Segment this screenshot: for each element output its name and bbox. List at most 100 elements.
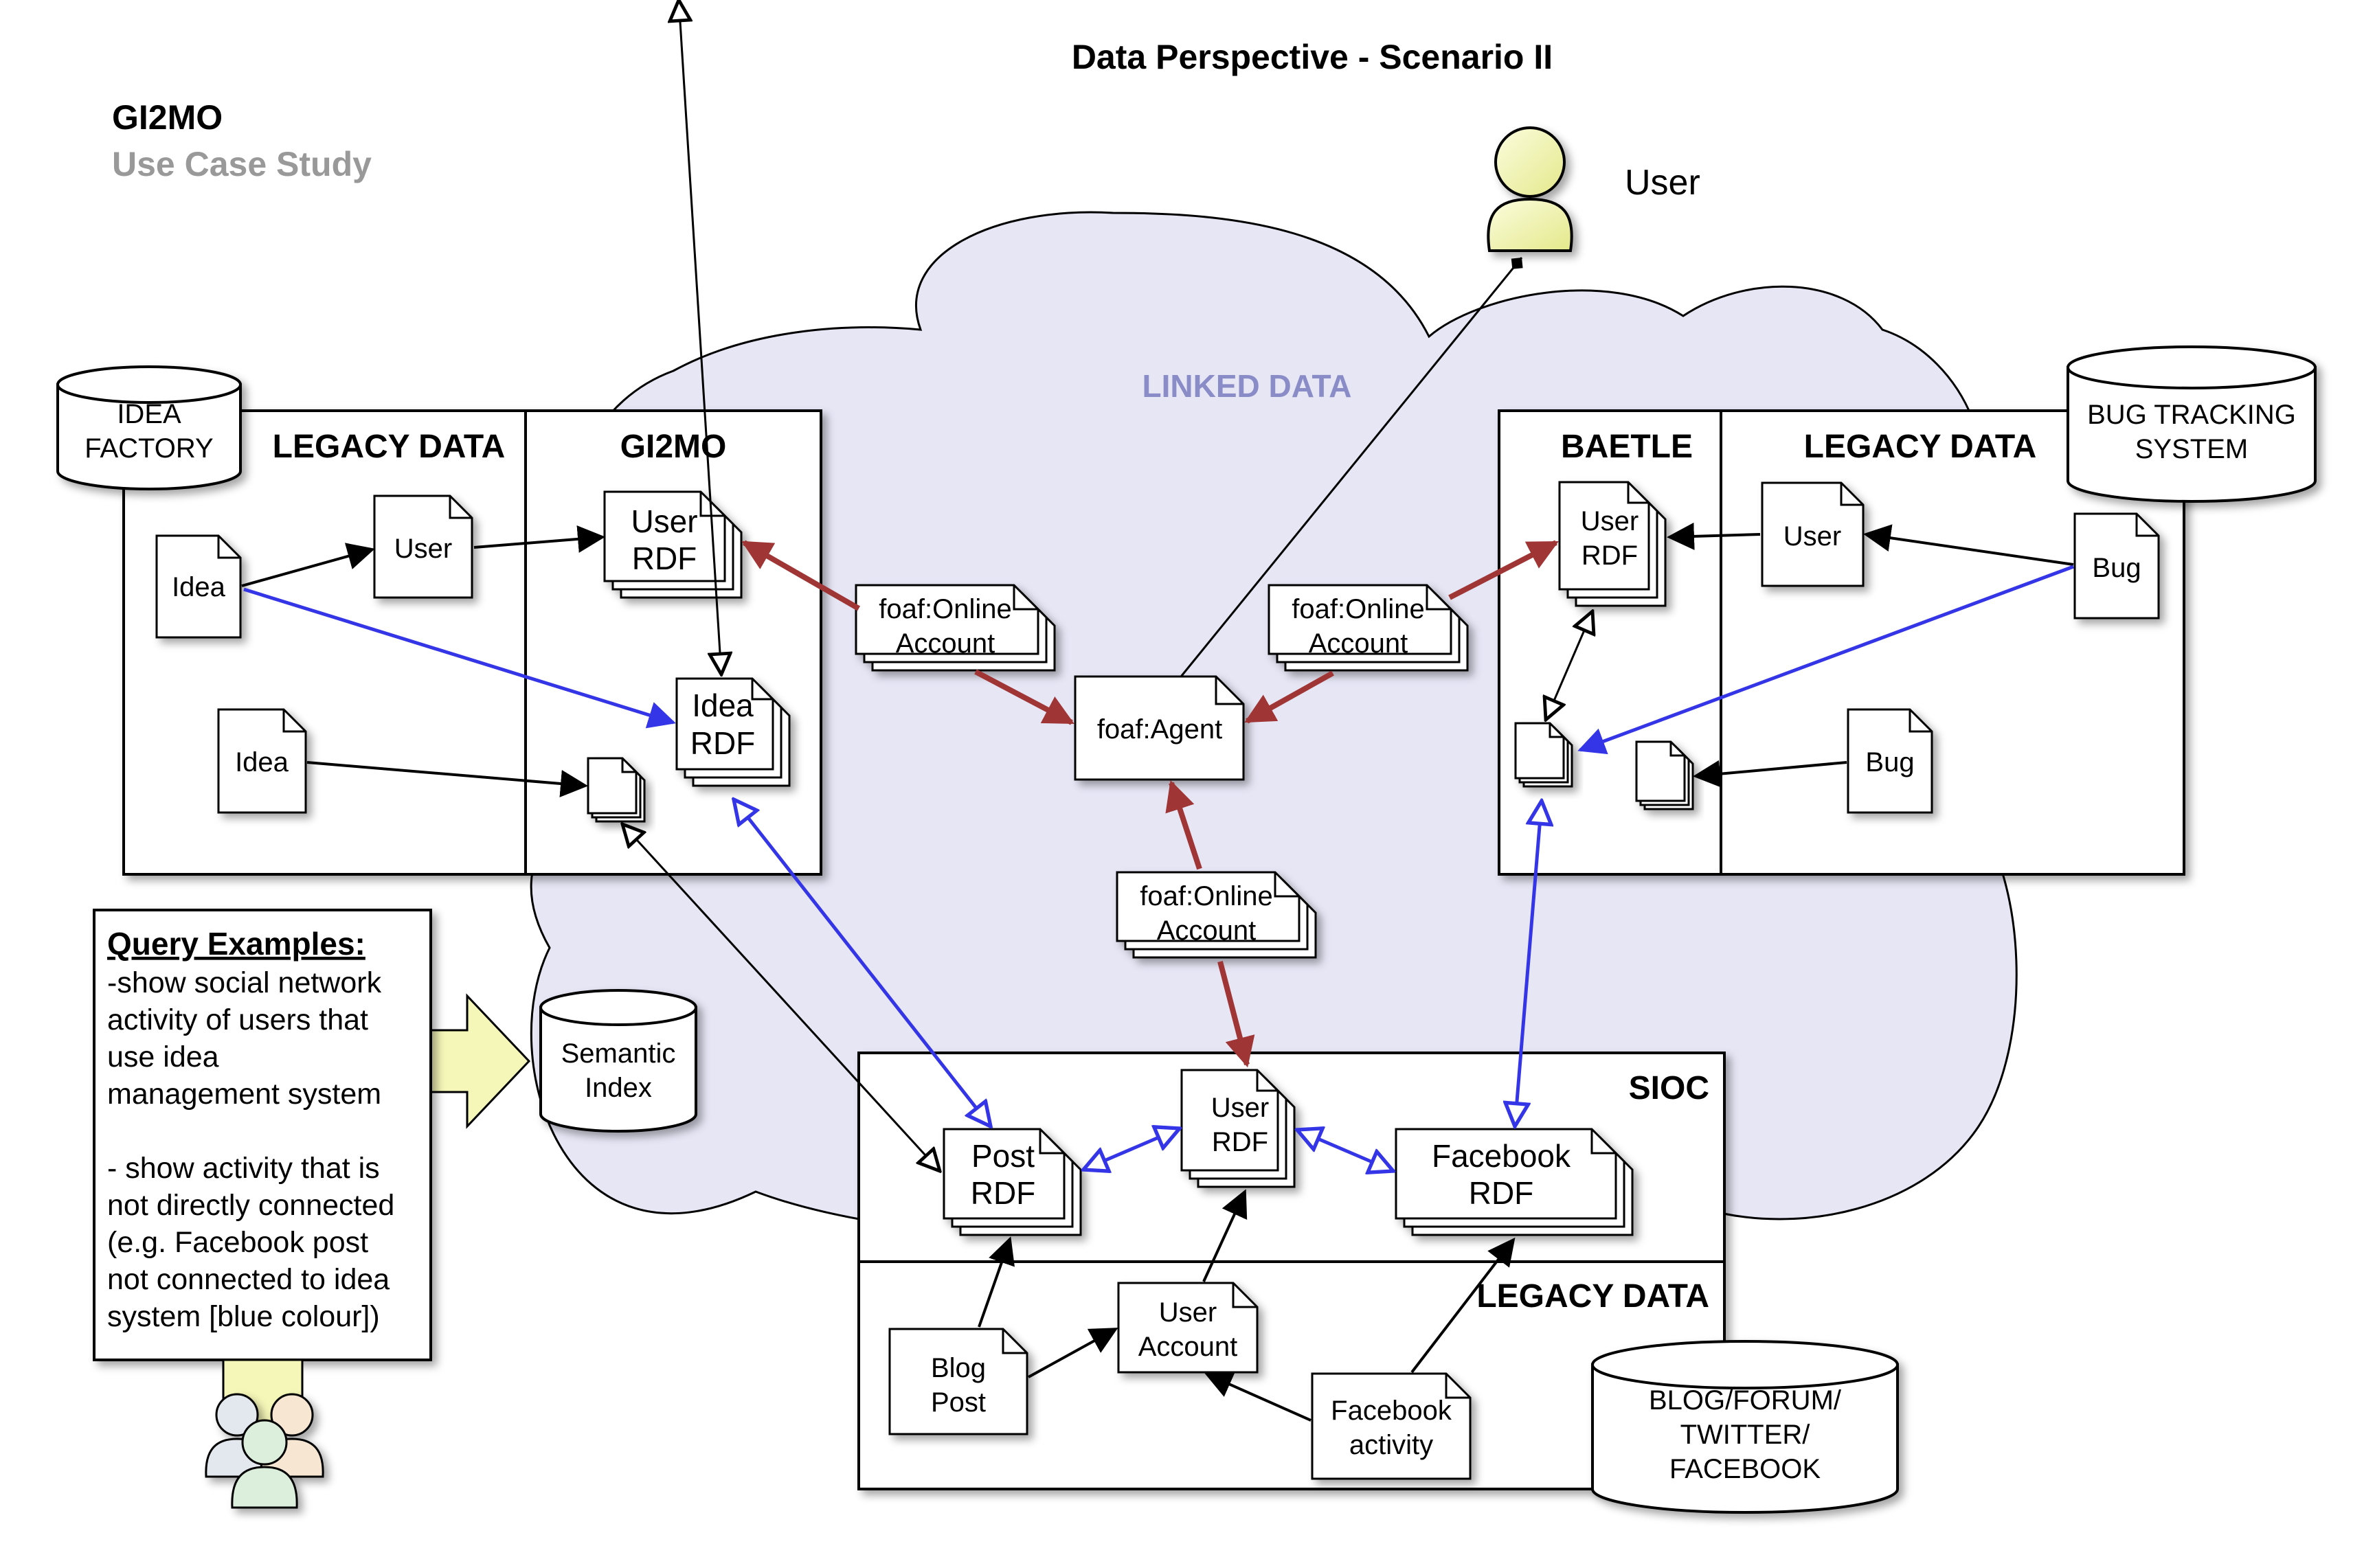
blog-post-label-1: Blog [931, 1353, 986, 1383]
red-arrow-foaf-left-to-user-rdf [741, 540, 860, 611]
foaf-agent-label: foaf:Agent [1097, 714, 1222, 745]
document-icon [2073, 512, 2160, 620]
gi2mo-user-rdf-label-2: RDF [632, 541, 697, 576]
document-stack-icon [587, 757, 646, 823]
arrow-idea-to-user [241, 543, 375, 587]
document-icon [155, 534, 242, 639]
foaf-online-left-label-2: Account [896, 628, 995, 659]
gi2mo-idea-rdf-label-1: Idea [692, 688, 754, 723]
foaf-online-bottom-label-1: foaf:Online [1140, 881, 1272, 911]
red-arrow-foaf-bottom-to-user-rdf [1217, 960, 1255, 1068]
blue-arrow-user-rdf-to-facebook-rdf [1297, 1130, 1393, 1171]
gi2mo-idea-rdf-label-2: RDF [690, 725, 756, 761]
sioc-post-rdf-stack-icon [943, 1128, 1082, 1236]
diagram-title: Data Perspective - Scenario II [1072, 38, 1553, 76]
sioc-user-rdf-label-2: RDF [1212, 1127, 1268, 1157]
arrow-baetle-user-rdf-stack [1546, 611, 1592, 720]
sioc-facebook-rdf-stack-icon [1395, 1128, 1634, 1236]
blue-arrow-post-rdf-to-user-rdf [1083, 1128, 1180, 1170]
linked-data-label: LINKED DATA [1142, 368, 1352, 404]
red-arrows [741, 540, 1559, 1068]
user-actor-icon [1487, 126, 1573, 252]
sioc-user-rdf-stack-icon [1180, 1069, 1296, 1188]
bug-doc-2-label: Bug [1865, 747, 1914, 777]
sioc-user-rdf-label-1: User [1211, 1093, 1269, 1123]
bug-doc-1-label: Bug [2092, 553, 2141, 583]
user-account-label-1: User [1159, 1297, 1217, 1328]
foaf-online-left-label-1: foaf:Online [879, 594, 1011, 624]
red-arrow-foaf-right-to-baetle-rdf [1448, 540, 1559, 600]
arrow-bug-to-user [1863, 524, 2074, 566]
arrow-user-account-to-user-rdf [1202, 1189, 1248, 1282]
user-doc-left-label: User [394, 534, 452, 564]
user-account-label-2: Account [1138, 1332, 1238, 1362]
query-line: not connected to idea [107, 1263, 390, 1296]
baetle-heading: BAETLE [1561, 429, 1693, 465]
query-heading: Query Examples: [107, 926, 365, 962]
blue-arrow-idea-to-idea-rdf [243, 587, 676, 729]
idea-doc-1-label: Idea [172, 572, 226, 602]
bug-tracking-label-1: BUG TRACKING [2087, 400, 2296, 430]
sioc-heading: SIOC [1629, 1070, 1709, 1106]
blog-forum-label-3: FACEBOOK [1669, 1454, 1821, 1484]
blue-arrow-baetle-stack-to-facebook-rdf [1515, 801, 1542, 1126]
foaf-online-account-right-stack-icon [1268, 584, 1469, 672]
foaf-online-account-left-stack-icon [855, 584, 1056, 672]
query-line: not directly connected [107, 1189, 394, 1222]
query-line: management system [107, 1078, 381, 1111]
document-icon [1847, 708, 1933, 814]
sioc-post-rdf-label-2: RDF [971, 1175, 1036, 1211]
red-arrow-foaf-bottom-to-agent [1165, 780, 1202, 870]
facebook-activity-label-1: Facebook [1331, 1396, 1452, 1426]
foaf-agent-document-icon [1074, 675, 1245, 781]
document-icon [1761, 481, 1865, 587]
document-stack-icon [1635, 740, 1694, 810]
query-line: use idea [107, 1041, 219, 1073]
foaf-online-right-label-1: foaf:Online [1292, 594, 1424, 624]
query-line: -show social network [107, 966, 382, 999]
query-line: activity of users that [107, 1003, 368, 1036]
foaf-online-account-bottom-stack-icon [1116, 871, 1317, 959]
blue-arrow-idea-rdf-to-post-rdf [734, 799, 991, 1126]
foaf-online-bottom-label-2: Account [1157, 916, 1257, 946]
bug-tracking-database-icon [2067, 345, 2317, 503]
blog-forum-label-2: TWITTER/ [1680, 1420, 1811, 1450]
document-icon [888, 1328, 1028, 1435]
arrow-facebook-to-facebook-rdf [1410, 1237, 1516, 1374]
baetle-user-rdf-label-2: RDF [1581, 541, 1638, 571]
baetle-user-rdf-label-1: User [1581, 506, 1639, 536]
blog-forum-database-icon [1591, 1340, 1899, 1514]
blue-arrows [243, 565, 2074, 1171]
user-doc-right-label: User [1783, 521, 1841, 552]
brand-subtitle: Use Case Study [112, 145, 372, 183]
red-arrow-foaf-right-to-agent [1244, 670, 1334, 724]
document-icon [373, 495, 473, 599]
blog-post-label-2: Post [931, 1387, 986, 1418]
agent-to-user-link [1177, 257, 1523, 681]
arrow-blog-to-post-rdf [978, 1236, 1015, 1328]
document-icon [217, 708, 307, 814]
user-actor-label: User [1625, 163, 1700, 203]
idea-factory-label-2: FACTORY [85, 433, 213, 464]
document-stack-icon [1514, 722, 1573, 788]
idea-factory-label-1: IDEA [117, 399, 181, 429]
gi2mo-heading: GI2MO [620, 429, 727, 465]
query-line: - show activity that is [107, 1152, 380, 1185]
arrow-idea2-to-stack [306, 761, 588, 797]
gi2mo-legacy-heading: LEGACY DATA [273, 429, 506, 465]
brand-title: GI2MO [112, 98, 223, 137]
sioc-facebook-rdf-label-1: Facebook [1432, 1138, 1571, 1174]
sioc-post-rdf-label-1: Post [971, 1138, 1035, 1174]
foaf-online-right-label-2: Account [1309, 628, 1408, 659]
arrow-facebook-to-user-account [1204, 1372, 1312, 1422]
arrow-blog-to-user-account [1028, 1328, 1118, 1378]
sioc-facebook-rdf-label-2: RDF [1469, 1175, 1534, 1211]
user-group-icon [205, 1393, 324, 1509]
baetle-legacy-heading: LEGACY DATA [1804, 429, 2037, 465]
gi2mo-user-rdf-label-1: User [631, 503, 697, 539]
sioc-legacy-heading: LEGACY DATA [1476, 1278, 1709, 1315]
red-arrow-foaf-left-to-agent [974, 669, 1074, 725]
arrow-user-to-baetle-rdf [1667, 522, 1761, 550]
idea-factory-database-icon [56, 365, 242, 490]
